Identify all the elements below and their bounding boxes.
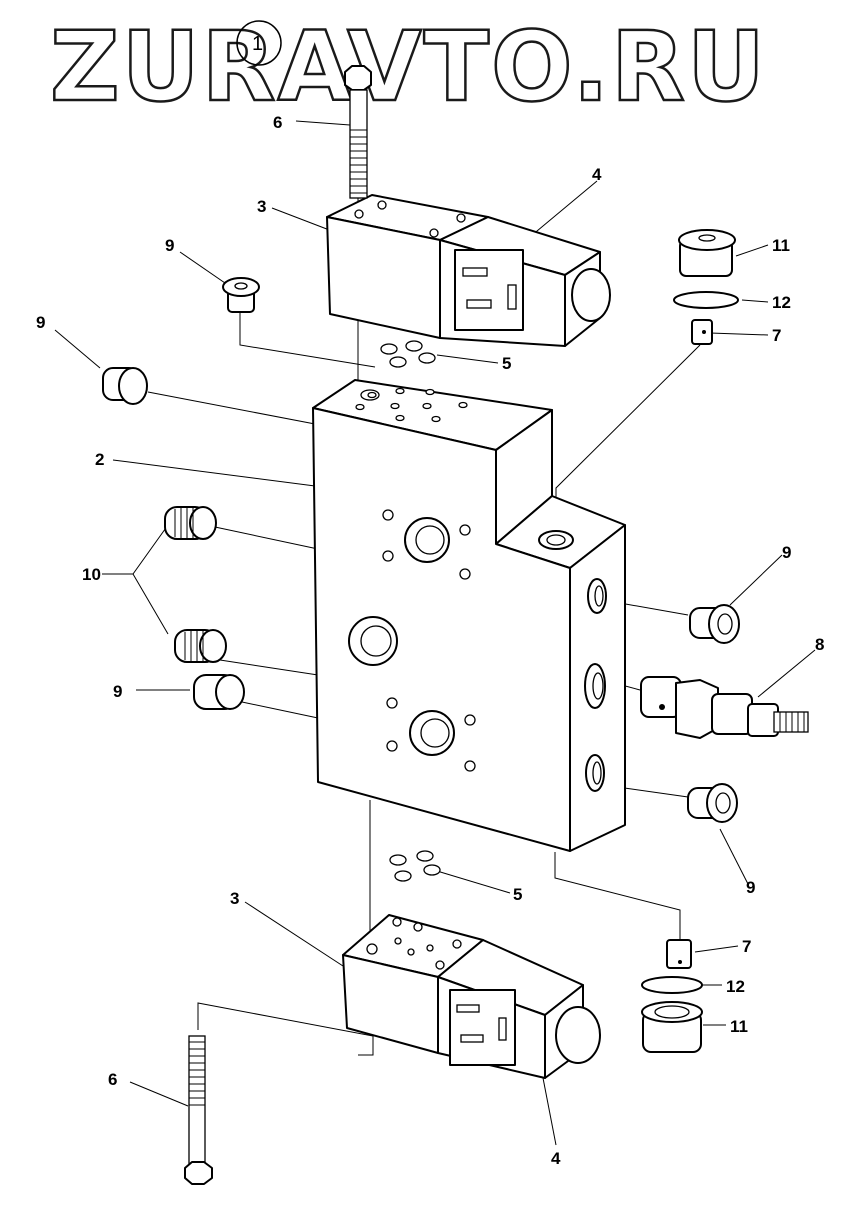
orifice-bottom <box>666 939 692 969</box>
diagram-number: 1 <box>252 33 263 55</box>
plug-small-top <box>222 277 260 313</box>
callout-11-bottom: 11 <box>730 1017 748 1036</box>
callout-4-bottom: 4 <box>551 1149 561 1168</box>
relief-cap-bottom <box>641 1001 703 1053</box>
plug-10-lower <box>174 629 227 663</box>
seal-ring-bottom <box>641 976 703 994</box>
callout-labels: 6 3 4 9 11 12 7 9 5 2 10 9 8 9 9 5 3 7 1… <box>36 113 824 1168</box>
callout-9-right: 9 <box>782 543 791 562</box>
plug-left-upper <box>102 367 148 405</box>
callout-10: 10 <box>82 565 101 584</box>
solenoid-valve-top <box>326 194 611 347</box>
plug-left-lower <box>193 674 245 710</box>
seal-ring-top <box>673 291 739 309</box>
leader-lines <box>54 120 816 1146</box>
callout-12-bottom: 12 <box>726 977 745 996</box>
solenoid-valve-bottom <box>342 914 601 1079</box>
callout-4-top: 4 <box>592 165 602 184</box>
callout-7-bottom: 7 <box>742 937 751 956</box>
callout-6-bottom: 6 <box>108 1070 117 1089</box>
cartridge-valve <box>640 676 809 739</box>
callout-9-lower: 9 <box>746 878 755 897</box>
callout-3-top: 3 <box>257 197 266 216</box>
callout-11-top: 11 <box>772 236 790 255</box>
relief-cap-top <box>678 229 736 277</box>
valve-manifold-block <box>312 379 626 852</box>
callout-8: 8 <box>815 635 824 654</box>
callout-6-top: 6 <box>273 113 282 132</box>
callout-9-left: 9 <box>36 313 45 332</box>
watermark-text: ZURAVTO.RU <box>50 11 767 123</box>
callout-12-top: 12 <box>772 293 791 312</box>
callout-3-bottom: 3 <box>230 889 239 908</box>
callout-5-bottom: 5 <box>513 885 522 904</box>
plug-right-upper <box>689 604 740 644</box>
callout-2: 2 <box>95 450 104 469</box>
o-rings-bottom <box>389 850 441 882</box>
callout-9-top: 9 <box>165 236 174 255</box>
plug-10-upper <box>164 506 217 540</box>
orifice-top <box>691 319 713 345</box>
plug-right-lower <box>687 783 738 823</box>
callout-7-top: 7 <box>772 326 781 345</box>
diagram-number-badge: 1 <box>236 20 282 66</box>
bolt-top <box>344 65 372 199</box>
o-rings-top <box>380 340 436 368</box>
callout-5-top: 5 <box>502 354 511 373</box>
bolt-bottom <box>184 1035 213 1185</box>
callout-9-mid: 9 <box>113 682 122 701</box>
